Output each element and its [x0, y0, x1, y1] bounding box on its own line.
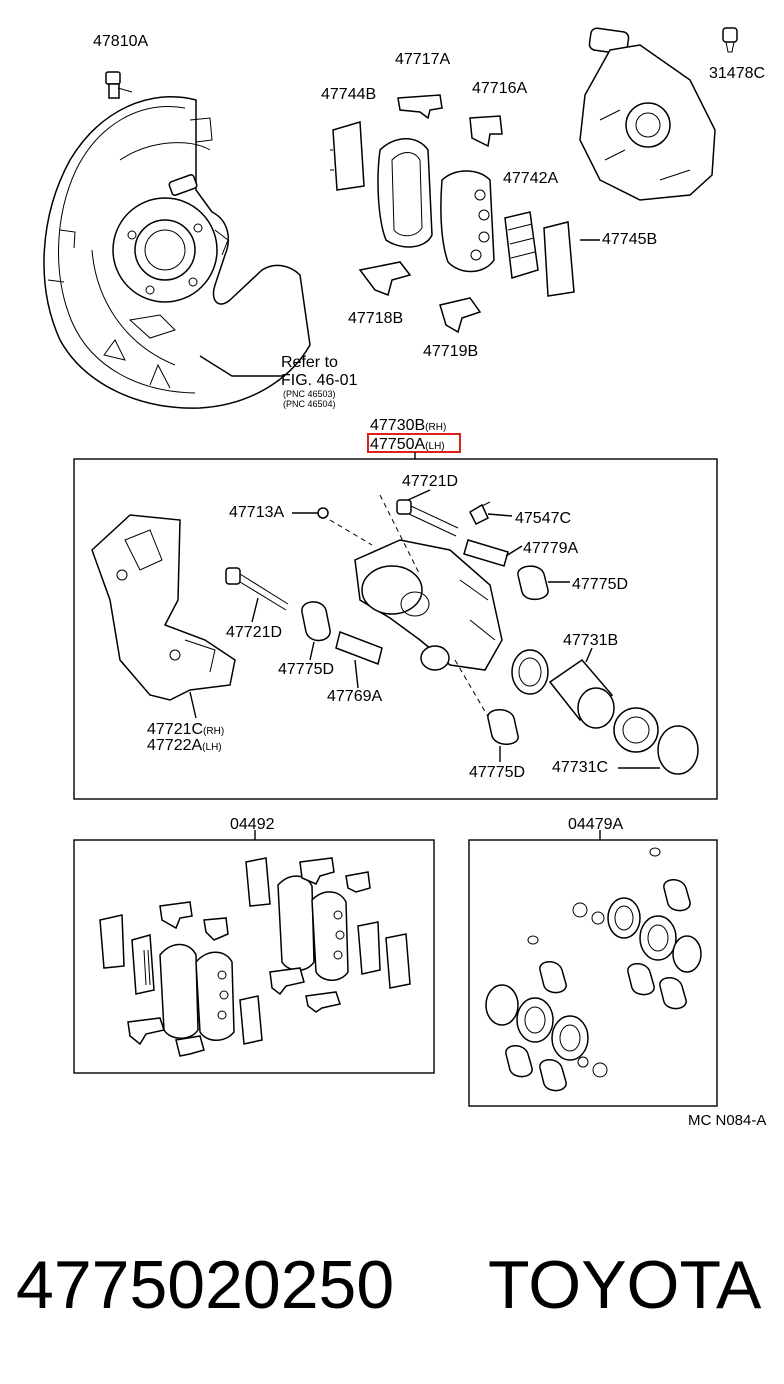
kit-04479A-illustration: [485, 847, 702, 1092]
caliper-assembly-box: [73, 458, 718, 800]
caliper-assembly-illustration: [579, 27, 738, 201]
label-kit-04479A: 04479A: [568, 816, 623, 833]
label-47742A: 47742A: [503, 170, 558, 187]
label-47730B-rh: 47730B(RH): [370, 417, 446, 434]
label-47750A-side: (LH): [425, 441, 444, 452]
figure-code: MC N084-A: [688, 1112, 766, 1129]
label-47718B: 47718B: [348, 310, 403, 327]
label-47713A: 47713A: [229, 504, 284, 521]
kit-04492-box: [73, 839, 435, 1074]
footer-brand: TOYOTA: [488, 1247, 762, 1323]
label-47769A: 47769A: [327, 688, 382, 705]
label-47721C-side: (RH): [203, 726, 224, 737]
label-47731B: 47731B: [563, 632, 618, 649]
label-47775D-right: 47775D: [572, 576, 628, 593]
caliper-internals-illustration: [91, 489, 699, 775]
label-47775D-bottom: 47775D: [469, 764, 525, 781]
label-47810A: 47810A: [93, 33, 148, 50]
label-47721C-rh: 47721C(RH): [147, 721, 224, 738]
refer-text-line1: Refer to: [281, 354, 338, 371]
label-47730B: 47730B: [370, 417, 425, 434]
label-47745B: 47745B: [602, 231, 657, 248]
pad-set-illustration: [330, 94, 575, 334]
footer-part-number: 4775020250: [16, 1247, 394, 1323]
label-47750A-lh: 47750A(LH): [370, 436, 445, 453]
label-47779A: 47779A: [523, 540, 578, 557]
label-47716A: 47716A: [472, 80, 527, 97]
label-47750A: 47750A: [370, 436, 425, 453]
label-kit-04492: 04492: [230, 816, 275, 833]
label-31478C: 31478C: [709, 65, 765, 82]
highlight-box-47750A: [367, 433, 461, 453]
label-47744B: 47744B: [321, 86, 376, 103]
label-47722A: 47722A: [147, 737, 202, 754]
label-47721D-left: 47721D: [226, 624, 282, 641]
label-47721D-top: 47721D: [402, 473, 458, 490]
label-47730B-side: (RH): [425, 422, 446, 433]
label-47717A: 47717A: [395, 51, 450, 68]
label-47731C: 47731C: [552, 759, 608, 776]
kit-04492-illustration: [99, 857, 411, 1057]
label-47547C: 47547C: [515, 510, 571, 527]
label-47722A-lh: 47722A(LH): [147, 737, 222, 754]
refer-pnc-2: (PNC 46504): [283, 399, 336, 409]
refer-text-line2: FIG. 46-01: [281, 372, 358, 389]
label-47719B: 47719B: [423, 343, 478, 360]
backing-plate-illustration: [43, 71, 311, 409]
kit-04479A-box: [468, 839, 718, 1107]
label-47722A-side: (LH): [202, 742, 221, 753]
refer-pnc-1: (PNC 46503): [283, 389, 336, 399]
label-47721C: 47721C: [147, 721, 203, 738]
label-47775D-mid: 47775D: [278, 661, 334, 678]
